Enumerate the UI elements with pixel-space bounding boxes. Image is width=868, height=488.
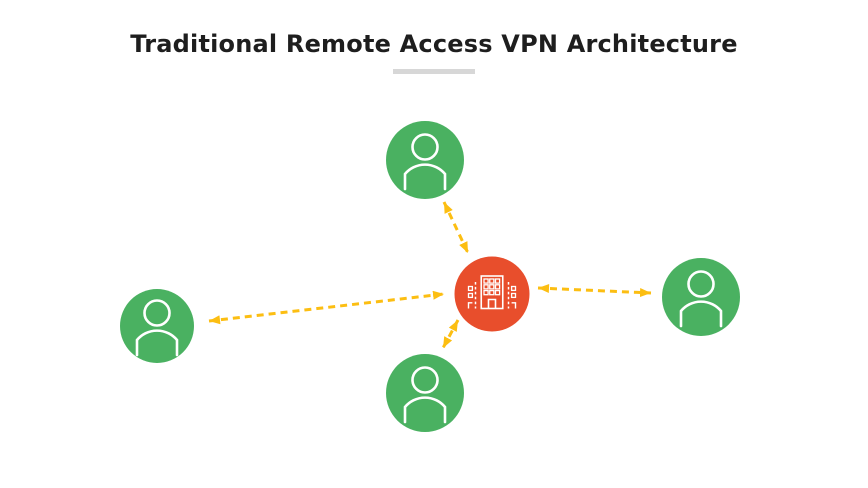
user-node-right — [662, 258, 740, 336]
user-node-top — [386, 121, 464, 199]
connection-line-top — [442, 201, 470, 254]
connection-line-right — [537, 283, 652, 298]
office-building-icon — [467, 275, 517, 310]
connection-line-left — [208, 290, 445, 325]
hub-node-circle — [454, 256, 530, 332]
person-icon — [403, 133, 447, 191]
user-node-bottom — [386, 354, 464, 432]
user-node-left — [120, 289, 194, 363]
person-icon — [679, 270, 723, 328]
connection-line-bottom — [441, 319, 460, 349]
person-icon — [403, 366, 447, 424]
title-underline — [393, 69, 475, 74]
hub-node — [454, 256, 530, 332]
person-icon — [135, 299, 179, 357]
diagram-title: Traditional Remote Access VPN Architectu… — [130, 30, 738, 58]
